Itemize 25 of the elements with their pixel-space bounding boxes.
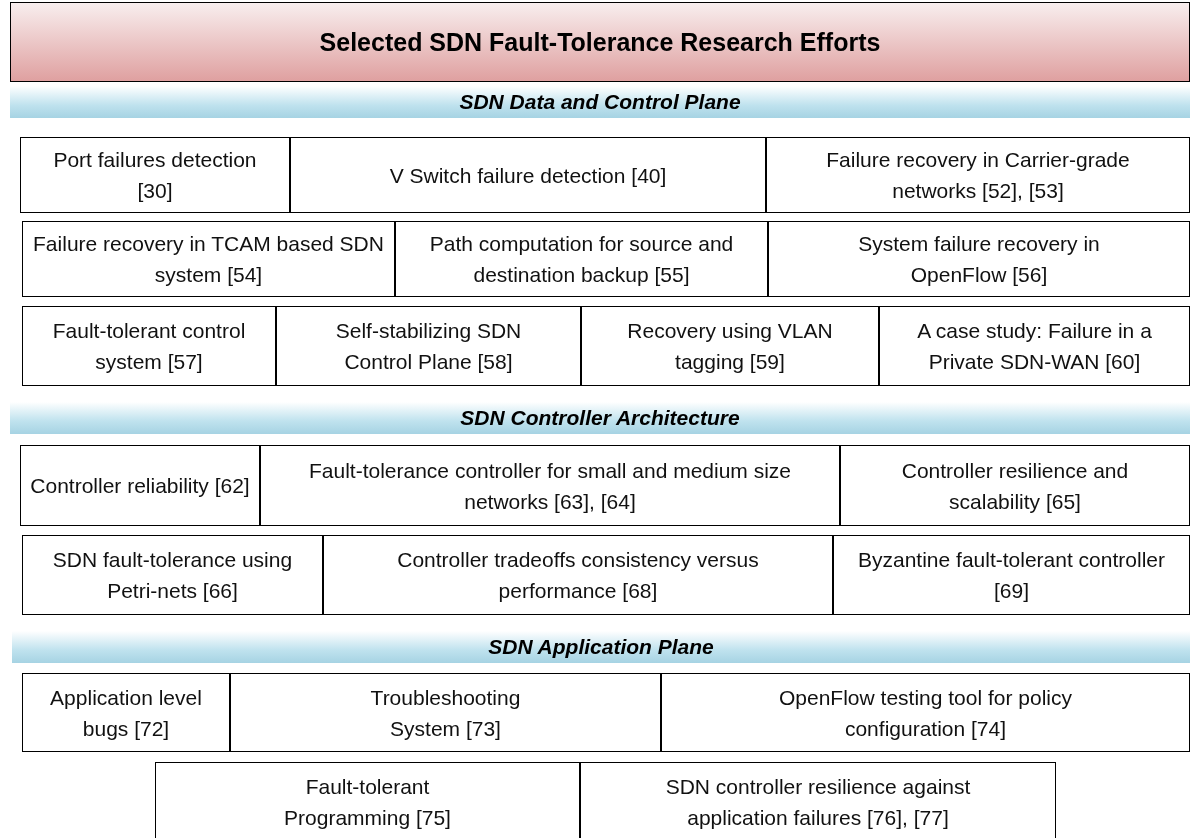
topic-box: Controller reliability [62] xyxy=(20,445,260,526)
topic-box: A case study: Failure in a Private SDN-WAN [60] xyxy=(879,306,1190,386)
topic-box: Self-stabilizing SDN Control Plane [58] xyxy=(276,306,581,386)
topic-box: Application level bugs [72] xyxy=(22,673,230,752)
topic-box: V Switch failure detection [40] xyxy=(290,137,766,213)
topic-box: Failure recovery in Carrier-grade networks [52], [53] xyxy=(766,137,1190,213)
topic-box: SDN controller resilience against application failures [76], [77] xyxy=(580,762,1056,838)
topic-box: SDN fault-tolerance using Petri-nets [66] xyxy=(22,535,323,615)
section-band: SDN Data and Control Plane xyxy=(10,86,1190,118)
topic-box: Fault-tolerant Programming [75] xyxy=(155,762,580,838)
topic-box: Path computation for source and destination backup [55] xyxy=(395,221,768,297)
topic-box: Port failures detection [30] xyxy=(20,137,290,213)
topic-box: Byzantine fault-tolerant controller [69] xyxy=(833,535,1190,615)
topic-box: Recovery using VLAN tagging [59] xyxy=(581,306,879,386)
topic-box: Controller tradeoffs consistency versus performance [68] xyxy=(323,535,833,615)
topic-box: Fault-tolerant control system [57] xyxy=(22,306,276,386)
topic-box: Troubleshooting System [73] xyxy=(230,673,661,752)
section-band: SDN Controller Architecture xyxy=(10,402,1190,434)
topic-box: Controller resilience and scalability [65] xyxy=(840,445,1190,526)
topic-box: OpenFlow testing tool for policy configuration [74] xyxy=(661,673,1190,752)
title-banner: Selected SDN Fault-Tolerance Research Efforts xyxy=(10,2,1190,82)
topic-box: Fault-tolerance controller for small and medium size networks [63], [64] xyxy=(260,445,840,526)
topic-box: System failure recovery in OpenFlow [56] xyxy=(768,221,1190,297)
topic-box: Failure recovery in TCAM based SDN system [54] xyxy=(22,221,395,297)
section-band: SDN Application Plane xyxy=(12,631,1190,663)
